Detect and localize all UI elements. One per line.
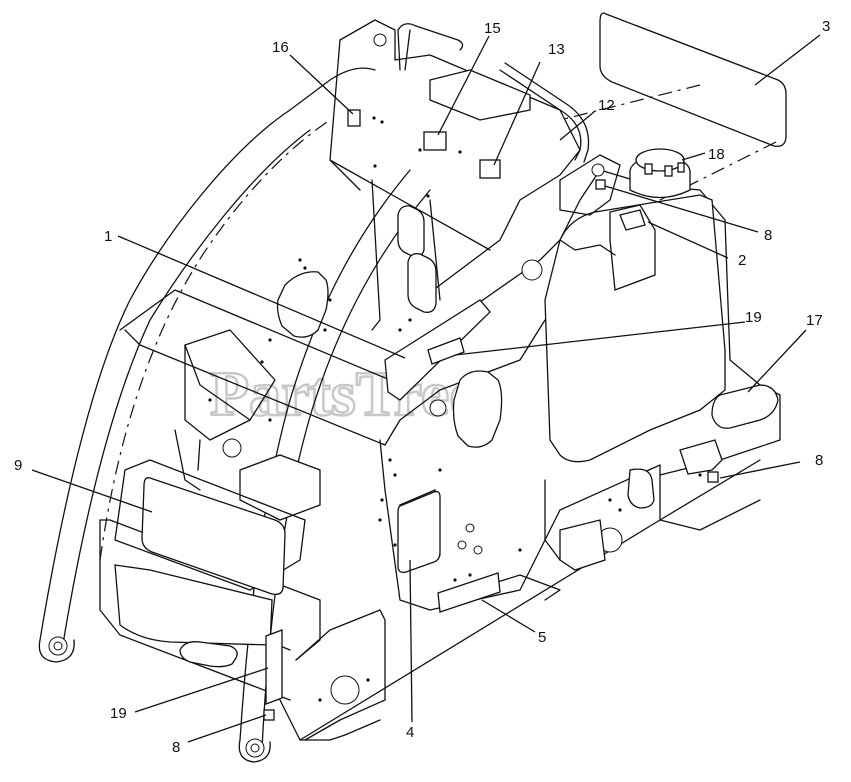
decal-15 [423, 131, 447, 151]
decal-16 [347, 109, 361, 127]
callout-8a: 8 [764, 227, 772, 244]
callout-2: 2 [738, 252, 746, 269]
callout-19a: 19 [745, 309, 762, 326]
callout-12: 12 [598, 97, 615, 114]
decal-8-lower [263, 709, 275, 721]
callouts: 1 2 3 4 5 8 8 8 9 12 13 15 16 17 18 19 1… [14, 18, 830, 756]
callout-19b: 19 [110, 705, 127, 722]
projection-line-3a [559, 84, 701, 121]
callout-18: 18 [708, 146, 725, 163]
leader-lines [31, 34, 821, 743]
pivot-mid [429, 399, 447, 417]
rivets-tower [260, 116, 462, 364]
decal-9 [141, 477, 286, 596]
callout-16: 16 [272, 39, 289, 56]
decal-8-upper [595, 179, 606, 190]
callout-8c: 8 [172, 739, 180, 756]
callout-5: 5 [538, 629, 546, 646]
decal-13 [479, 159, 501, 179]
fuel-cap-18 [629, 148, 691, 199]
callout-1: 1 [104, 228, 112, 245]
callout-17: 17 [806, 312, 823, 329]
decal-19-lower [265, 629, 283, 705]
decal-19-upper [427, 337, 465, 365]
pivot-hole [591, 163, 605, 177]
callout-13: 13 [548, 41, 565, 58]
pivot-bracket [559, 154, 621, 216]
callout-4: 4 [406, 724, 414, 741]
rivets-frame [208, 398, 702, 702]
decal-8-right [707, 471, 719, 483]
callout-15: 15 [484, 20, 501, 37]
decal-5 [437, 572, 501, 613]
decal-3 [599, 12, 787, 147]
pivot-left [521, 259, 543, 281]
decal-17 [711, 384, 779, 429]
callout-8b: 8 [815, 452, 823, 469]
watermark-text: PartsTree [210, 358, 478, 429]
fuel-tank [544, 194, 726, 463]
callout-9: 9 [14, 457, 22, 474]
callout-3: 3 [822, 18, 830, 35]
upper-tower [276, 19, 590, 338]
decal-4 [397, 490, 441, 574]
lift-arm-left [38, 67, 376, 663]
arm-dash-outline [99, 119, 331, 561]
